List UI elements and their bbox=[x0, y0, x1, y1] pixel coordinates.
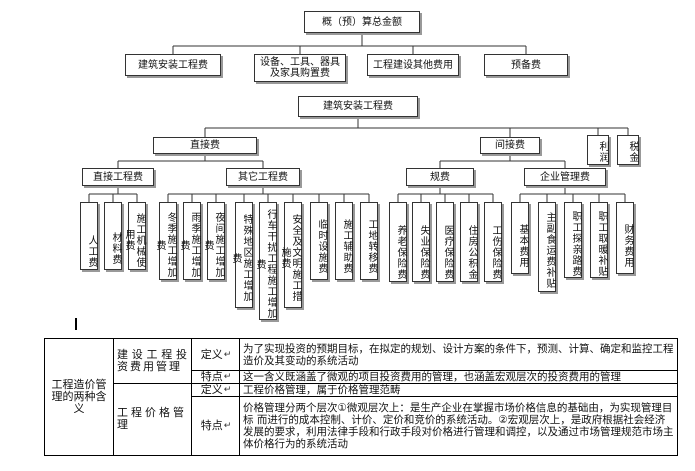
leaf-safety-civilized: 安全及文明施工措施费 bbox=[279, 202, 302, 308]
leaf-basic-expenses: 基本费用 bbox=[511, 202, 529, 274]
definition-table: 工程造价管理的两种含义 建设工程投资费用管理 工程价格管理 定义↵ 特点↵ 定义… bbox=[44, 338, 678, 456]
def-label-text: 定义 bbox=[200, 348, 223, 361]
row1-feature-text: 这一含义既涵盖了微观的项目投资费用的管理，也涵盖宏观层次的投资费用的管理 bbox=[243, 371, 621, 383]
leaf-site-relocation: 工地转移费 bbox=[360, 202, 378, 280]
feature-label-text: 特点 bbox=[200, 419, 223, 432]
row2-feature: 价格管理分两个层次①微观层次上：是生产企业在掌握市场价格信息的基础由，为实现管理… bbox=[243, 397, 675, 455]
row2-feature-label: 特点↵ bbox=[194, 397, 238, 455]
other-engineering-fee-node: 其它工程费 bbox=[226, 168, 300, 186]
indirect-fee-node: 间接费 bbox=[480, 137, 540, 154]
def-label-text: 定义 bbox=[200, 383, 223, 396]
table-main-title: 工程造价管理的两种含义 bbox=[48, 338, 110, 456]
row2-def-label: 定义↵ bbox=[194, 384, 238, 396]
direct-engineering-fee-node: 直接工程费 bbox=[82, 168, 154, 186]
leaf-special-area-construction: 特殊地区施工增加费 bbox=[230, 202, 253, 308]
feature-label-text: 特点 bbox=[200, 370, 223, 383]
return-mark: ↵ bbox=[223, 385, 232, 395]
leaf-labor-cost: 人工费 bbox=[80, 202, 98, 270]
direct-fee-node: 直接费 bbox=[153, 137, 257, 154]
tax-node: 税金 bbox=[617, 135, 639, 165]
row2-title: 工程价格管理 bbox=[117, 384, 189, 454]
row2-feature-text: 价格管理分两个层次①微观层次上：是生产企业在掌握市场价格信息的基础由，为实现管理… bbox=[243, 402, 674, 450]
main-title-text: 工程造价管理的两种含义 bbox=[51, 378, 107, 415]
construction-installation-subroot: 建筑安装工程费 bbox=[298, 96, 418, 117]
text-cursor bbox=[75, 318, 77, 330]
leaf-unemployment-insurance: 失业保险费 bbox=[412, 202, 430, 282]
row1-definition-text: 为了实现投资的预期目标，在拟定的规划、设计方案的条件下，预测、计算、确定和监控工… bbox=[243, 343, 674, 367]
return-mark: ↵ bbox=[223, 350, 232, 360]
leaf-material-cost: 材料费 bbox=[104, 202, 122, 270]
leaf-heating-subsidy: 职工取暖补贴 bbox=[590, 202, 608, 278]
reserve-fund-node: 预备费 bbox=[484, 54, 568, 76]
row1-title-text: 建设工程投资费用管理 bbox=[117, 348, 189, 373]
leaf-construction-auxiliary: 施工辅助费 bbox=[335, 202, 353, 280]
construction-installation-node: 建筑安装工程费 bbox=[125, 54, 221, 76]
enterprise-management-fee-node: 企业管理费 bbox=[524, 168, 606, 186]
equipment-purchase-node: 设备、工具、器具及家具购置费 bbox=[254, 54, 346, 82]
leaf-work-injury-insurance: 工伤保险费 bbox=[484, 202, 502, 282]
leaf-pension-insurance: 养老保险费 bbox=[389, 202, 407, 282]
leaf-food-transport-subsidy: 主副食运费补贴 bbox=[538, 202, 556, 292]
leaf-rainy-construction: 雨季施工增加费 bbox=[178, 202, 201, 280]
leaf-night-construction: 夜间施工增加费 bbox=[202, 202, 225, 280]
row1-feature: 这一含义既涵盖了微观的项目投资费用的管理，也涵盖宏观层次的投资费用的管理 bbox=[243, 371, 675, 383]
leaf-temporary-facilities: 临时设施费 bbox=[310, 202, 328, 280]
row2-title-text: 工程价格管理 bbox=[117, 406, 187, 431]
leaf-winter-construction: 冬季施工增加费 bbox=[154, 202, 177, 280]
table-grid bbox=[44, 338, 678, 456]
leaf-family-visit-travel: 职工探亲路费 bbox=[564, 202, 582, 278]
row1-feature-label: 特点↵ bbox=[194, 371, 238, 383]
other-construction-costs-node: 工程建设其他费用 bbox=[367, 54, 459, 76]
leaf-machinery-cost: 施工机械使用费 bbox=[123, 202, 146, 270]
leaf-traffic-interference: 行车干扰工程施工增加费 bbox=[254, 202, 277, 320]
return-mark: ↵ bbox=[223, 421, 232, 431]
leaf-financial-expenses: 财务费用 bbox=[616, 202, 634, 274]
total-budget-node: 概（预）算总金额 bbox=[304, 11, 420, 33]
return-mark: ↵ bbox=[223, 372, 232, 382]
profit-node: 利润 bbox=[587, 135, 609, 165]
row1-def-label: 定义↵ bbox=[194, 340, 238, 370]
row1-title: 建设工程投资费用管理 bbox=[117, 340, 189, 382]
leaf-medical-insurance: 医疗保险费 bbox=[436, 202, 454, 282]
regulatory-fee-node: 规费 bbox=[406, 168, 474, 186]
row2-definition: 工程价格管理，属于价格管理范畴 bbox=[243, 384, 675, 396]
leaf-housing-fund: 住房公积金 bbox=[460, 202, 478, 282]
row2-definition-text: 工程价格管理，属于价格管理范畴 bbox=[243, 384, 401, 396]
row1-definition: 为了实现投资的预期目标，在拟定的规划、设计方案的条件下，预测、计算、确定和监控工… bbox=[243, 340, 675, 370]
